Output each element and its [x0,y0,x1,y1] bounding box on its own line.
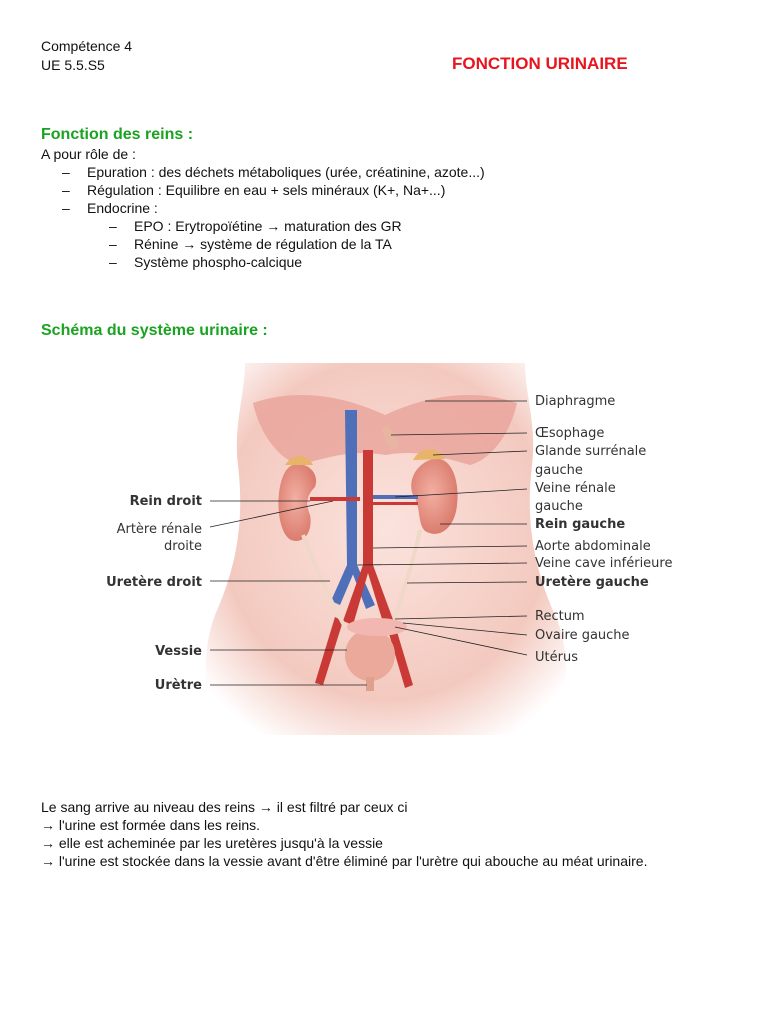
label-veine-renale-2: gauche [535,499,583,514]
label-rein-droit: Rein droit [130,494,202,509]
page-title: FONCTION URINAIRE [452,54,628,73]
label-uretere-droit: Uretère droit [106,575,202,590]
vena-cava-shape [331,410,357,605]
list-item: –Epuration : des déchets métaboliques (u… [62,164,485,180]
list-item: –Régulation : Equilibre en eau + sels mi… [62,182,446,198]
label-diaphragme: Diaphragme [535,394,615,409]
section-heading-reins: Fonction des reins : [41,126,194,143]
label-uterus: Utérus [535,650,578,665]
list-item: –Rénine → système de régulation de la TA [109,236,392,252]
left-labels: Rein droit Artère rénale droite Uretère … [106,494,367,693]
dash-bullet: – [109,254,117,270]
dash-bullet: – [62,182,70,198]
header-meta: Compétence 4 UE 5.5.S5 [41,37,132,75]
label-artere-renale-2: droite [164,539,202,554]
ue-label: UE 5.5.S5 [41,57,105,73]
label-oesophage: Œsophage [535,426,604,441]
esophagus-shape [381,425,398,451]
left-kidney-shape [411,458,458,534]
bladder-shape [345,629,395,681]
right-ureter-shape [301,534,347,628]
left-ureter-shape [391,529,422,628]
list-item: –EPO : Erytropoïétine → maturation des G… [109,218,402,234]
paragraph-line: → l'urine est formée dans les reins. [41,817,260,833]
aorta-shape [343,450,395,629]
label-aorte: Aorte abdominale [535,539,651,554]
list-item: –Système phospho-calcique [109,254,303,270]
label-vessie: Vessie [155,644,202,659]
intro-text: A pour rôle de : [41,146,136,162]
label-ovaire: Ovaire gauche [535,628,630,643]
list-item: –Endocrine : –EPO : Erytropoïétine → mat… [62,199,485,271]
right-kidney-shape [278,464,317,541]
section-heading-schema: Schéma du système urinaire : [41,322,268,339]
label-veine-cave: Veine cave inférieure [535,556,672,571]
label-uretre: Urètre [155,678,202,693]
paragraph-line: → elle est acheminée par les uretères ju… [41,835,383,851]
label-rein-gauche: Rein gauche [535,517,625,532]
label-glande-1: Glande surrénale [535,444,646,459]
dash-bullet: – [62,164,70,180]
label-uretere-gauche: Uretère gauche [535,575,649,590]
label-veine-renale-1: Veine rénale [535,481,616,496]
right-labels: Diaphragme Œsophage Glande surrénale gau… [356,394,672,665]
paragraph-line: Le sang arrive au niveau des reins → il … [41,799,408,815]
summary-paragraph: Le sang arrive au niveau des reins → il … [41,798,647,870]
uterus-shape [347,618,407,636]
role-list: –Epuration : des déchets métaboliques (u… [62,163,485,271]
dash-bullet: – [62,200,70,216]
dash-bullet: – [109,236,117,252]
dash-bullet: – [109,218,117,234]
paragraph-line: → l'urine est stockée dans la vessie ava… [41,853,648,869]
endocrine-sublist: –EPO : Erytropoïétine → maturation des G… [109,217,485,271]
competence-label: Compétence 4 [41,38,133,54]
label-artere-renale-1: Artère rénale [117,522,202,537]
label-rectum: Rectum [535,609,585,624]
urinary-system-diagram: Rein droit Artère rénale droite Uretère … [106,363,672,735]
label-glande-2: gauche [535,463,583,478]
